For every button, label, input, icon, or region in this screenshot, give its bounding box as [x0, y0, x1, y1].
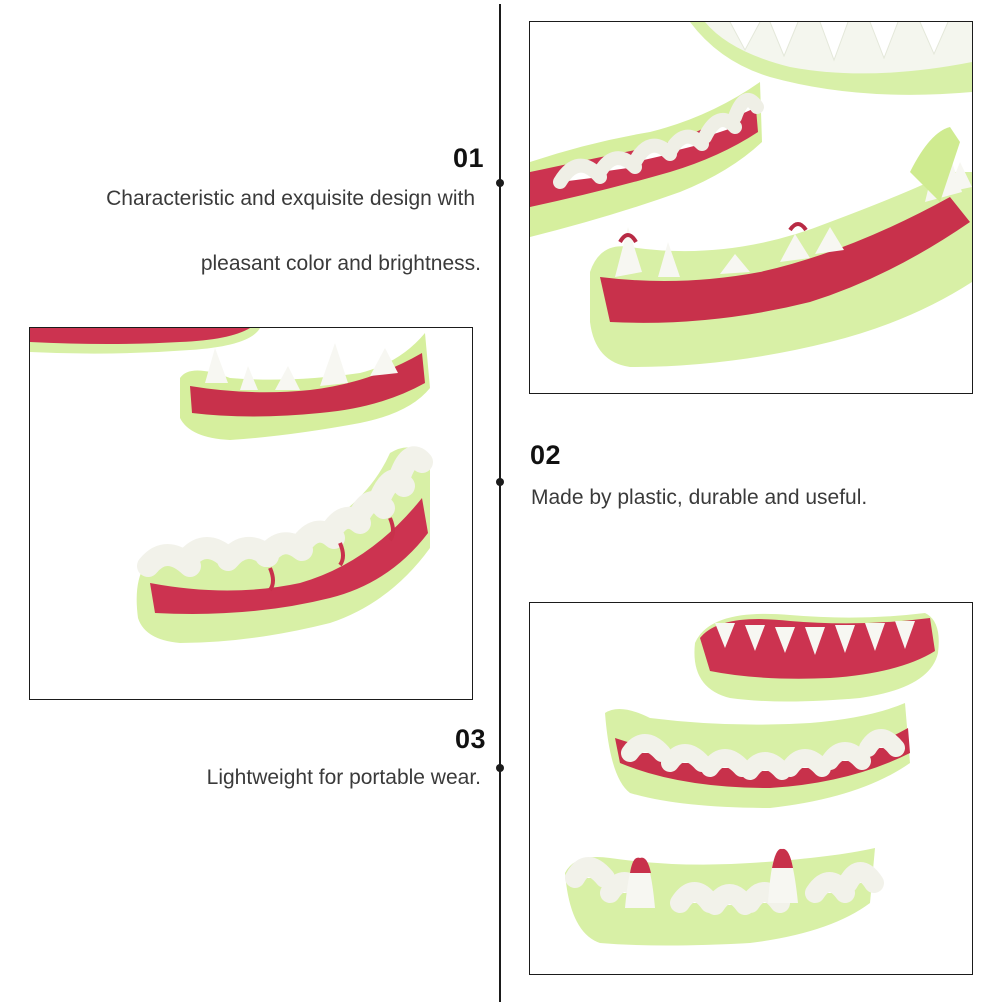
feature-text-01-line-2: pleasant color and brightness.	[200, 252, 481, 275]
glow-teeth-photo-icon	[565, 613, 939, 946]
timeline-dot-03	[496, 764, 504, 772]
feature-text-03: Lightweight for portable wear.	[206, 766, 481, 789]
feature-number-03: 03	[454, 724, 486, 754]
photo-three-dentures	[529, 602, 973, 975]
timeline-dot-01	[496, 179, 504, 187]
photo-fangs-closeup	[529, 21, 973, 394]
photo-teeth-pair	[29, 327, 473, 700]
feature-number-01: 01	[452, 143, 484, 173]
timeline-dot-02	[496, 478, 504, 486]
feature-text-01-line-1: Characteristic and exquisite design with	[106, 187, 475, 210]
feature-text-02: Made by plastic, durable and useful.	[531, 486, 868, 509]
timeline-line	[499, 4, 501, 1002]
glow-teeth-photo-icon	[530, 22, 972, 367]
feature-number-02: 02	[530, 440, 562, 470]
glow-teeth-photo-icon	[30, 328, 433, 643]
